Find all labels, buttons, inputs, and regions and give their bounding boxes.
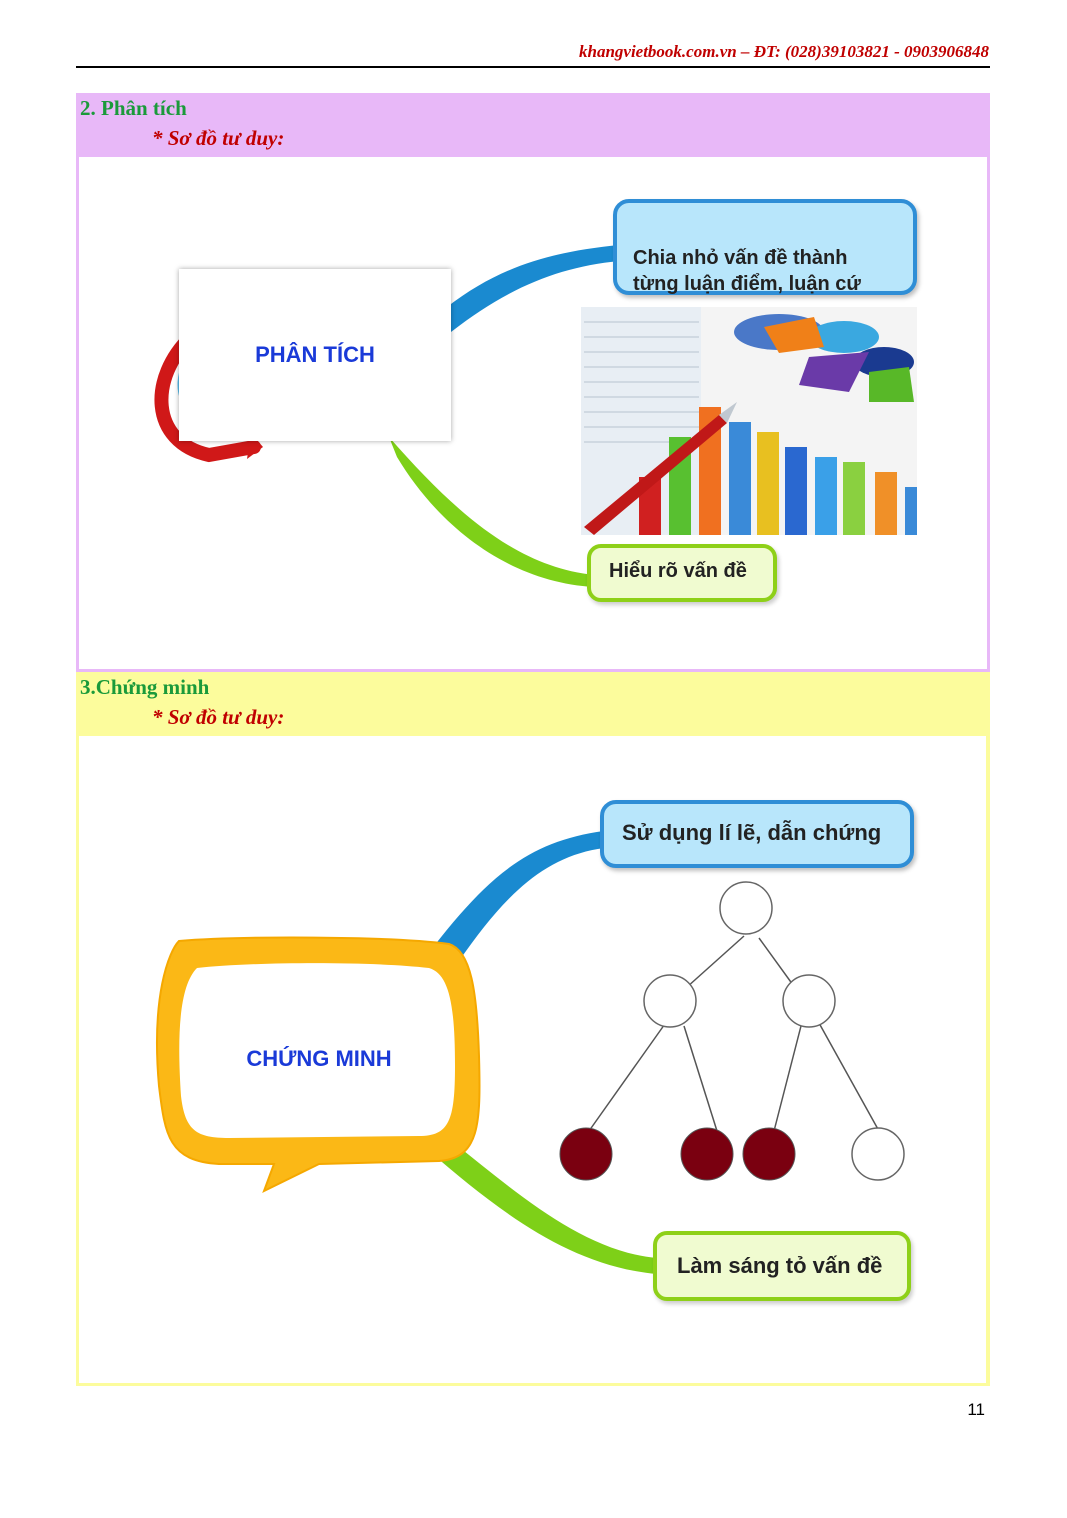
page-number: 11 xyxy=(967,1400,985,1419)
header-rule xyxy=(76,66,990,68)
mindmap-branches xyxy=(156,831,905,1274)
branch-top-label: Sử dụng lí lẽ, dẫn chứng xyxy=(622,820,882,845)
branch-top-node: Chia nhỏ vấn đề thành từng luận điểm, lu… xyxy=(613,199,917,295)
branch-bottom-node: Làm sáng tỏ vấn đề xyxy=(653,1231,911,1301)
tree-edges xyxy=(588,935,880,1132)
center-node-chung-minh: CHỨNG MINH xyxy=(181,1046,457,1086)
center-node-label: PHÂN TÍCH xyxy=(255,342,375,367)
section-chung-minh: 3.Chứng minh * Sơ đồ tư duy: xyxy=(76,672,990,1386)
branch-top xyxy=(434,831,604,961)
branch-bottom-node: Hiểu rõ vấn đề xyxy=(587,544,777,602)
section-subtitle: * Sơ đồ tư duy: xyxy=(152,705,285,729)
center-node-phan-tich: PHÂN TÍCH xyxy=(179,269,451,441)
center-node-label: CHỨNG MINH xyxy=(246,1046,392,1071)
tree-leaf-4 xyxy=(851,1127,905,1181)
branch-bottom-label: Hiểu rõ vấn đề xyxy=(609,560,747,582)
tree-node-root xyxy=(719,881,773,935)
branch-top-label: Chia nhỏ vấn đề thành từng luận điểm, lu… xyxy=(633,247,861,295)
section-subtitle: * Sơ đồ tư duy: xyxy=(152,126,285,150)
branch-bottom xyxy=(389,437,594,587)
tree-leaf-1 xyxy=(559,1127,613,1181)
mindmap-figure: PHÂN TÍCH Chia nhỏ vấn đề thành từng luậ… xyxy=(79,157,987,669)
mindmap-figure: CHỨNG MINH Sử dụng lí lẽ, dẫn chứng Làm … xyxy=(79,736,986,1383)
speech-bubble-icon xyxy=(156,936,481,1194)
branch-bottom-label: Làm sáng tỏ vấn đề xyxy=(677,1253,883,1278)
section-title: 3.Chứng minh xyxy=(80,675,210,699)
red-arrow-icon xyxy=(154,330,261,463)
mindmap-branches xyxy=(154,245,917,587)
tree-leaf-3 xyxy=(742,1127,796,1181)
tree-node-left xyxy=(643,974,697,1028)
header-contact: khangvietbook.com.vn – ĐT: (028)39103821… xyxy=(578,42,989,61)
tree-node-right xyxy=(782,974,836,1028)
branch-top-node: Sử dụng lí lẽ, dẫn chứng xyxy=(600,800,914,868)
section-phan-tich: 2. Phân tích * Sơ đồ tư duy: xyxy=(76,93,990,672)
chart-photo xyxy=(581,307,917,535)
branch-top xyxy=(447,245,619,332)
tree-leaf-2 xyxy=(680,1127,734,1181)
section-title: 2. Phân tích xyxy=(80,96,187,120)
